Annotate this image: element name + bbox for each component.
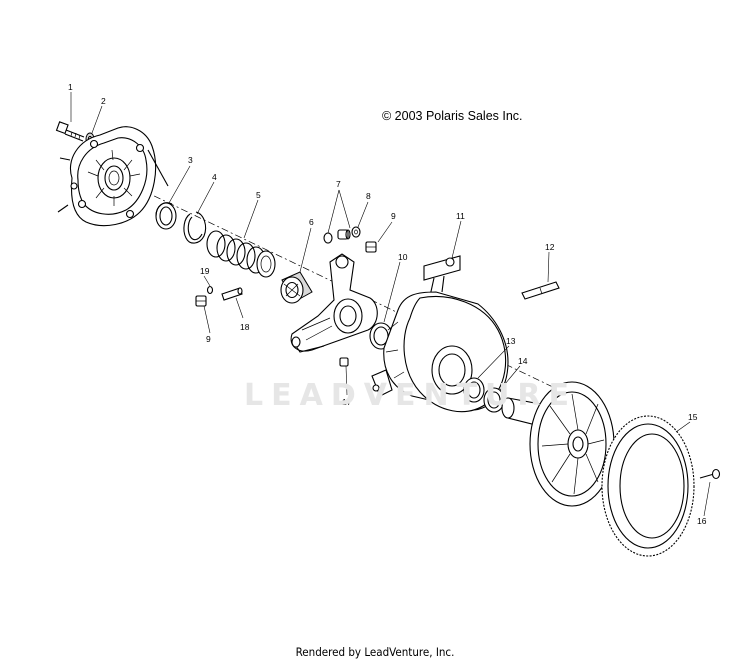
part-17-fastener [339,357,349,367]
callout-8: 8 [366,191,371,201]
callout-5: 5 [256,190,261,200]
callout-3: 3 [188,155,193,165]
part-8-washer [351,226,361,238]
callout-1: 1 [68,82,73,92]
part-9-nut-upper [365,241,377,253]
callout-9-upper: 9 [391,211,396,221]
callout-17: 17 [342,397,352,407]
callout-labels: 1 2 3 4 5 6 7 8 9 9 10 11 12 13 14 15 16… [68,82,707,526]
part-15-ring-gear [601,415,695,557]
callout-9-lower: 9 [206,334,211,344]
copyright-notice: © 2003 Polaris Sales Inc. [382,109,523,123]
callout-12: 12 [545,242,555,252]
callout-11: 11 [456,211,465,221]
part-4-snap-ring [183,211,207,244]
callout-4: 4 [212,172,217,182]
part-11-weight [423,255,461,297]
fixed-sheave [501,381,615,507]
watermark-text: LEADVENTURE [244,378,577,413]
callout-7: 7 [336,179,341,189]
part-3-bushing [155,202,177,230]
part-19-washer [206,285,214,295]
part-6-roller [280,271,313,304]
callout-15: 15 [688,412,698,422]
spider-arm [290,253,378,353]
clutch-cover-plate [57,126,169,227]
callout-10: 10 [398,252,408,262]
callout-6: 6 [309,217,314,227]
part-9-nut-lower [195,295,207,307]
callout-14: 14 [518,356,528,366]
callout-13: 13 [506,336,516,346]
part-16-screw [699,468,721,480]
part-1-bolt [55,121,85,142]
part-18-pin [221,287,243,301]
leader-lines [70,92,711,517]
callout-16: 16 [697,516,707,526]
callout-2: 2 [101,96,106,106]
footer-credit: Rendered by LeadVenture, Inc. [295,645,455,659]
part-7-rollers [323,229,351,244]
part-12-pin [521,281,560,300]
callout-18: 18 [240,322,250,332]
callout-19: 19 [200,266,210,276]
part-5-spring [206,230,276,278]
part-13-bushing [463,377,485,403]
